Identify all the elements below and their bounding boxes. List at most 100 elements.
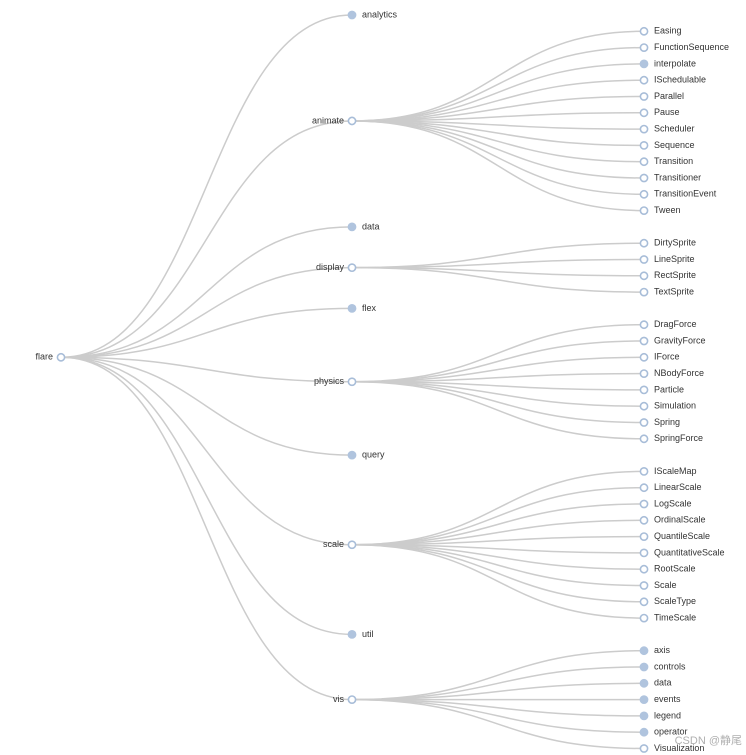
node-dot[interactable] [639, 140, 649, 150]
tree-node-root-scale[interactable]: RootScale [639, 564, 696, 574]
node-dot[interactable] [56, 352, 66, 362]
node-dot[interactable] [639, 744, 649, 753]
node-dot[interactable] [639, 499, 649, 509]
tree-node-axis[interactable]: axis [639, 645, 671, 656]
node-dot[interactable] [639, 238, 649, 248]
node-dot[interactable] [639, 26, 649, 36]
tree-node-log-scale[interactable]: LogScale [639, 498, 692, 509]
node-dot[interactable] [639, 75, 649, 85]
node-dot[interactable] [639, 271, 649, 281]
node-dot[interactable] [639, 466, 649, 476]
tree-node-dirty-sprite[interactable]: DirtySprite [639, 238, 696, 248]
node-dot[interactable] [347, 695, 357, 704]
tree-node-easing[interactable]: Easing [639, 26, 682, 36]
tree-node-text-sprite[interactable]: TextSprite [639, 286, 694, 297]
node-dot[interactable] [639, 255, 649, 264]
collapsed-node-dot[interactable] [639, 711, 649, 721]
node-dot[interactable] [639, 597, 649, 607]
tree-node-flex[interactable]: flex [347, 303, 377, 313]
node-dot[interactable] [347, 263, 357, 273]
node-dot[interactable] [639, 418, 649, 427]
tree-node-physics[interactable]: physics [314, 376, 357, 387]
tree-node-animate[interactable]: animate [312, 115, 357, 126]
tree-node-transition[interactable]: Transition [639, 156, 693, 167]
tree-node-spring-force[interactable]: SpringForce [639, 433, 703, 444]
collapsed-node-dot[interactable] [639, 695, 649, 704]
node-dot[interactable] [639, 43, 649, 52]
node-dot[interactable] [347, 377, 357, 387]
tree-node-function-sequence[interactable]: FunctionSequence [639, 42, 729, 52]
node-dot[interactable] [639, 352, 649, 362]
tree-node-sequence[interactable]: Sequence [639, 140, 695, 150]
node-dot[interactable] [639, 532, 649, 541]
tree-node-query[interactable]: query [347, 449, 385, 460]
tree-node-visualization[interactable]: Visualization [639, 743, 704, 753]
node-dot[interactable] [639, 108, 649, 118]
tree-node-interpolate[interactable]: interpolate [639, 58, 696, 69]
tree-node-scale[interactable]: Scale [639, 580, 677, 590]
tree-node-quantitative-scale[interactable]: QuantitativeScale [639, 547, 725, 558]
tree-node-data[interactable]: data [347, 221, 380, 232]
node-dot[interactable] [347, 540, 357, 550]
tree-node-pause[interactable]: Pause [639, 107, 680, 118]
collapsed-node-dot[interactable] [639, 59, 649, 69]
node-dot[interactable] [639, 336, 649, 346]
tree-node-iscale-map[interactable]: IScaleMap [639, 466, 697, 476]
node-dot[interactable] [639, 385, 649, 395]
node-dot[interactable] [639, 157, 649, 167]
tree-node-analytics[interactable]: analytics [347, 9, 398, 20]
collapsed-node-dot[interactable] [639, 678, 649, 688]
tree-node-transitioner[interactable]: Transitioner [639, 172, 701, 183]
tree-node-ischedulable[interactable]: ISchedulable [639, 75, 706, 85]
tree-node-rect-sprite[interactable]: RectSprite [639, 270, 696, 281]
node-dot[interactable] [347, 116, 357, 126]
tree-node-legend[interactable]: legend [639, 710, 681, 721]
collapsed-node-dot[interactable] [347, 10, 357, 20]
node-dot[interactable] [639, 320, 649, 330]
node-dot[interactable] [639, 434, 649, 444]
tree-node-vis[interactable]: vis [333, 694, 357, 704]
collapsed-node-dot[interactable] [347, 222, 357, 232]
node-dot[interactable] [639, 515, 649, 525]
tree-node-drag-force[interactable]: DragForce [639, 319, 697, 330]
collapsed-node-dot[interactable] [347, 450, 357, 460]
tree-node-nbody-force[interactable]: NBodyForce [639, 368, 704, 378]
node-dot[interactable] [639, 189, 649, 199]
tree-node-time-scale[interactable]: TimeScale [639, 612, 696, 623]
collapsed-node-dot[interactable] [347, 630, 357, 639]
node-dot[interactable] [639, 483, 649, 493]
node-dot[interactable] [639, 173, 649, 183]
tree-node-flare[interactable]: flare [35, 352, 66, 362]
collapsed-node-dot[interactable] [347, 303, 357, 313]
tree-node-spring[interactable]: Spring [639, 417, 680, 427]
node-dot[interactable] [639, 92, 649, 101]
node-dot[interactable] [639, 564, 649, 574]
tree-node-parallel[interactable]: Parallel [639, 91, 684, 101]
node-dot[interactable] [639, 206, 649, 215]
tree-node-data[interactable]: data [639, 678, 672, 688]
tree-node-util[interactable]: util [347, 629, 374, 639]
tree-node-ordinal-scale[interactable]: OrdinalScale [639, 515, 706, 525]
tree-node-controls[interactable]: controls [639, 661, 686, 672]
tree-node-display[interactable]: display [316, 262, 357, 273]
tree-node-gravity-force[interactable]: GravityForce [639, 335, 706, 346]
tree-node-tween[interactable]: Tween [639, 205, 681, 215]
node-dot[interactable] [639, 287, 649, 297]
collapsed-node-dot[interactable] [639, 727, 649, 737]
tree-node-linear-scale[interactable]: LinearScale [639, 482, 702, 493]
collapsed-node-dot[interactable] [639, 646, 649, 656]
tree-node-quantile-scale[interactable]: QuantileScale [639, 531, 710, 541]
tree-node-operator[interactable]: operator [639, 727, 688, 737]
tree-node-scheduler[interactable]: Scheduler [639, 123, 695, 134]
node-dot[interactable] [639, 124, 649, 134]
node-dot[interactable] [639, 581, 649, 590]
node-dot[interactable] [639, 401, 649, 411]
tree-node-simulation[interactable]: Simulation [639, 401, 696, 411]
node-dot[interactable] [639, 613, 649, 623]
tree-node-transition-event[interactable]: TransitionEvent [639, 189, 717, 199]
tree-node-events[interactable]: events [639, 694, 681, 704]
tree-node-scale-type[interactable]: ScaleType [639, 596, 696, 607]
node-dot[interactable] [639, 369, 649, 378]
node-dot[interactable] [639, 548, 649, 558]
tree-node-scale[interactable]: scale [323, 539, 357, 550]
